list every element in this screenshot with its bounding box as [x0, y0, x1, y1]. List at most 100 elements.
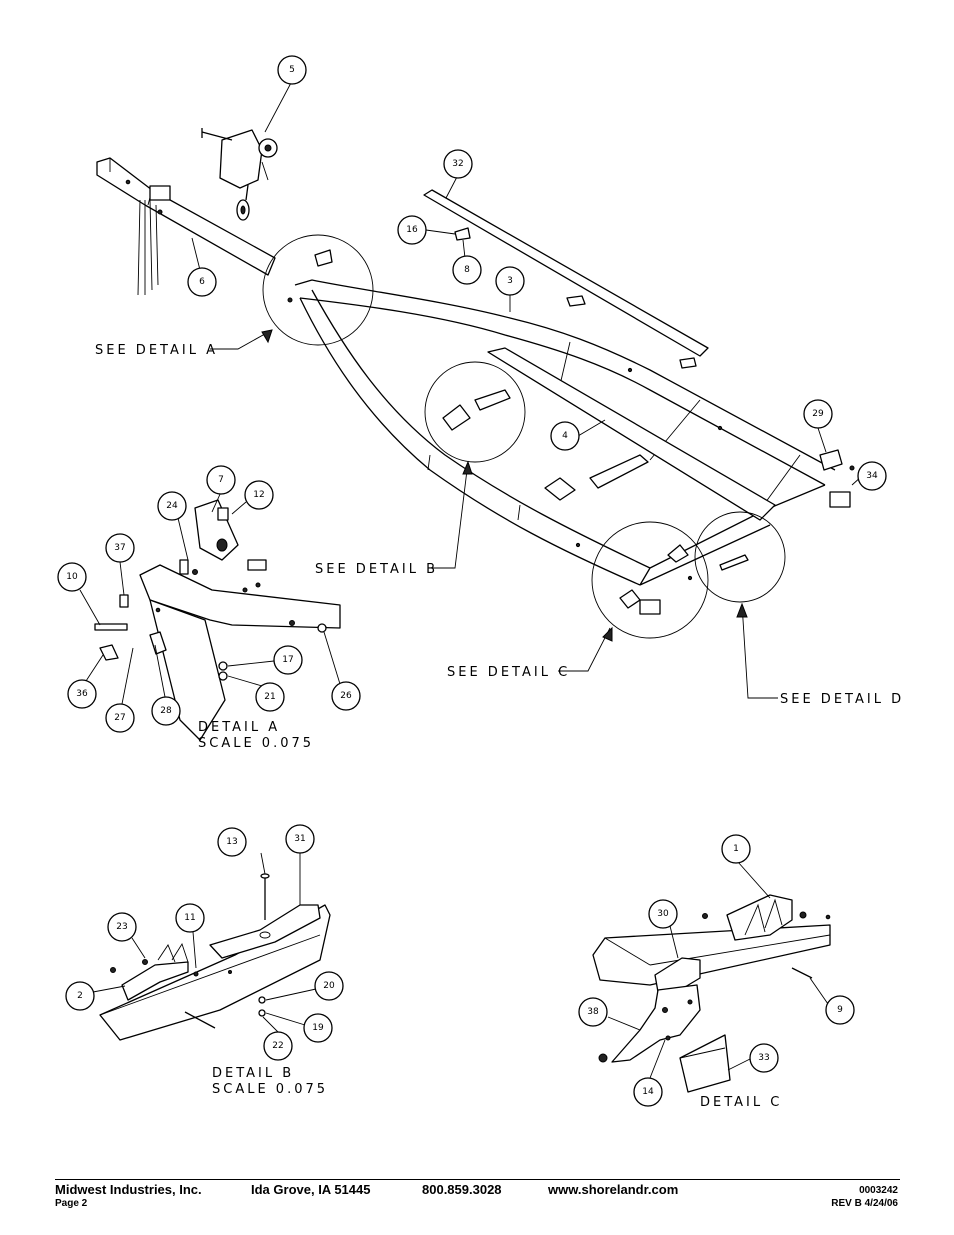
svg-text:1: 1 [733, 844, 739, 854]
svg-text:10: 10 [66, 572, 78, 582]
balloon-37: 37 [105, 533, 135, 563]
callout-detail-b: SEE DETAIL B [315, 562, 438, 577]
svg-text:17: 17 [282, 655, 293, 665]
balloon-2: 2 [65, 981, 95, 1011]
balloon-8: 8 [452, 255, 482, 285]
svg-text:26: 26 [340, 691, 352, 701]
balloon-28: 28 [151, 696, 181, 726]
svg-text:12: 12 [253, 490, 264, 500]
balloon-26: 26 [331, 681, 361, 711]
svg-text:8: 8 [464, 265, 470, 275]
detail-b-circle [424, 361, 526, 463]
footer-city: Ida Grove, IA 51445 [251, 1182, 371, 1197]
svg-text:32: 32 [452, 159, 463, 169]
balloon-22: 22 [263, 1031, 293, 1061]
svg-text:20: 20 [323, 981, 335, 991]
bunk-board-part [487, 347, 776, 521]
balloon-32: 32 [443, 149, 473, 179]
trailer-assembly [96, 128, 855, 639]
tongue-part [96, 157, 276, 296]
balloon-4: 4 [550, 421, 580, 451]
balloon-12: 12 [244, 480, 274, 510]
balloon-27: 27 [105, 703, 135, 733]
svg-text:22: 22 [272, 1041, 283, 1051]
detail-b-scale: SCALE 0.075 [212, 1082, 328, 1097]
svg-text:36: 36 [76, 689, 88, 699]
svg-text:37: 37 [114, 543, 125, 553]
balloon-6: 6 [187, 267, 217, 297]
svg-text:30: 30 [657, 909, 669, 919]
balloon-23: 23 [107, 912, 137, 942]
svg-text:31: 31 [294, 834, 305, 844]
svg-text:34: 34 [866, 471, 878, 481]
footer-rule [55, 1179, 900, 1180]
balloon-29: 29 [803, 399, 833, 429]
balloon-16: 16 [397, 215, 427, 245]
balloon-20: 20 [314, 971, 344, 1001]
detail-c-circle [591, 521, 709, 639]
balloon-24: 24 [157, 491, 187, 521]
balloon-17: 17 [273, 645, 303, 675]
leader-lines [79, 80, 863, 1079]
svg-text:29: 29 [812, 409, 824, 419]
detail-a-drawing [94, 499, 341, 741]
svg-text:4: 4 [562, 431, 568, 441]
svg-text:11: 11 [184, 913, 195, 923]
svg-text:27: 27 [114, 713, 125, 723]
balloon-21: 21 [255, 682, 285, 712]
callout-detail-a: SEE DETAIL A [95, 343, 218, 358]
brackets-part [454, 227, 697, 501]
balloon-38: 38 [578, 997, 608, 1027]
svg-text:13: 13 [226, 837, 237, 847]
frame-part [294, 279, 836, 586]
svg-text:28: 28 [160, 706, 172, 716]
balloon-7: 7 [206, 465, 236, 495]
balloon-5: 5 [277, 55, 307, 85]
balloon-13: 13 [217, 827, 247, 857]
balloon-14: 14 [633, 1077, 663, 1107]
detail-c-title: DETAIL C [700, 1095, 782, 1110]
detail-b-title: DETAIL B [212, 1066, 294, 1081]
tail-light-part [819, 449, 855, 508]
svg-text:5: 5 [289, 65, 295, 75]
detail-a-circle [262, 234, 374, 346]
balloon-3: 3 [495, 266, 525, 296]
balloon-19: 19 [303, 1013, 333, 1043]
footer-phone: 800.859.3028 [422, 1182, 502, 1197]
detail-a-scale: SCALE 0.075 [198, 736, 314, 751]
svg-text:33: 33 [758, 1053, 769, 1063]
detail-c-drawing [592, 894, 831, 1093]
detail-a-title: DETAIL A [198, 720, 280, 735]
svg-text:2: 2 [77, 991, 83, 1001]
footer-doc-number: 0003242 [859, 1185, 898, 1196]
footer-company: Midwest Industries, Inc. [55, 1182, 202, 1197]
svg-text:16: 16 [406, 225, 418, 235]
balloon-33: 33 [749, 1043, 779, 1073]
svg-text:23: 23 [116, 922, 127, 932]
svg-text:3: 3 [507, 276, 513, 286]
detail-d-circle [694, 511, 786, 603]
svg-text:19: 19 [312, 1023, 324, 1033]
svg-text:24: 24 [166, 501, 178, 511]
svg-text:6: 6 [199, 277, 205, 287]
winch-stand-part [201, 128, 278, 221]
svg-text:14: 14 [642, 1087, 654, 1097]
balloon-31: 31 [285, 824, 315, 854]
footer-page-number: Page 2 [55, 1198, 88, 1209]
svg-text:9: 9 [837, 1005, 843, 1015]
balloon-34: 34 [857, 461, 887, 491]
svg-text:7: 7 [218, 475, 224, 485]
balloon-36: 36 [67, 679, 97, 709]
callout-detail-c: SEE DETAIL C [447, 665, 570, 680]
balloon-30: 30 [648, 899, 678, 929]
board-32-part [423, 189, 709, 357]
footer-revision: REV B 4/24/06 [831, 1198, 898, 1209]
balloon-9: 9 [825, 995, 855, 1025]
callout-detail-d: SEE DETAIL D [780, 692, 904, 707]
detail-b-drawing [99, 873, 331, 1041]
balloon-1: 1 [721, 834, 751, 864]
svg-text:21: 21 [264, 692, 275, 702]
balloon-10: 10 [57, 562, 87, 592]
footer-website: www.shorelandr.com [548, 1182, 679, 1197]
